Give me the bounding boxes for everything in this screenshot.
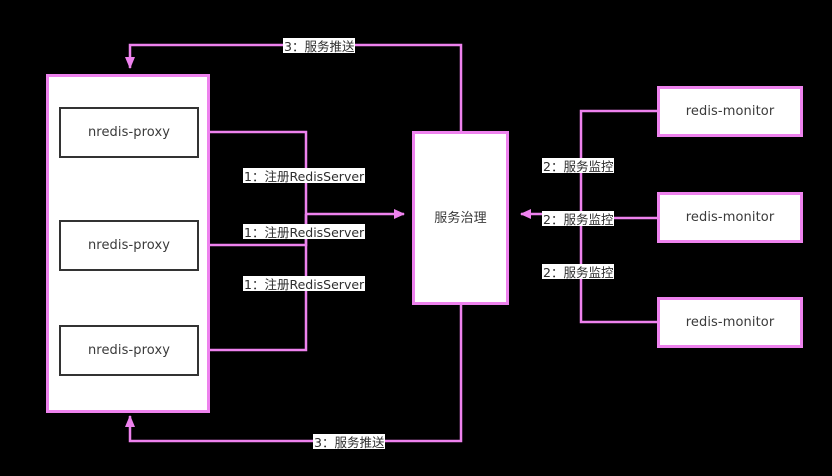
node-label: nredis-proxy <box>87 125 171 140</box>
edge-label-register-3: 1：注册RedisServer <box>243 276 366 292</box>
node-label: nredis-proxy <box>87 238 171 253</box>
node-nredis-proxy-2[interactable]: nredis-proxy <box>59 220 199 271</box>
edge-label-monitor-1: 2：服务监控 <box>542 158 615 174</box>
edge-register-1 <box>200 130 308 214</box>
node-redis-monitor-3[interactable]: redis-monitor <box>657 297 803 348</box>
node-nredis-proxy-3[interactable]: nredis-proxy <box>59 325 199 376</box>
edge-register-3 <box>200 214 308 352</box>
node-label: redis-monitor <box>685 315 775 330</box>
node-nredis-proxy-1[interactable]: nredis-proxy <box>59 107 199 158</box>
node-label: redis-monitor <box>685 104 775 119</box>
node-label: nredis-proxy <box>87 343 171 358</box>
edge-push-bottom <box>125 304 463 443</box>
edge-monitor-1 <box>579 109 657 214</box>
node-label: redis-monitor <box>685 210 775 225</box>
edge-label-register-2: 1：注册RedisServer <box>243 224 366 240</box>
edge-label-push-bottom: 3：服务推送 <box>313 434 386 450</box>
edge-monitor-3 <box>579 214 657 324</box>
node-service-governance[interactable]: 服务治理 <box>412 131 509 305</box>
edge-label-monitor-3: 2：服务监控 <box>542 264 615 280</box>
edge-label-monitor-2: 2：服务监控 <box>542 211 615 227</box>
edge-label-register-1: 1：注册RedisServer <box>243 168 366 184</box>
node-label: 服务治理 <box>434 210 487 226</box>
node-redis-monitor-2[interactable]: redis-monitor <box>657 192 803 243</box>
node-redis-monitor-1[interactable]: redis-monitor <box>657 86 803 137</box>
edge-label-push-top: 3：服务推送 <box>283 38 356 54</box>
